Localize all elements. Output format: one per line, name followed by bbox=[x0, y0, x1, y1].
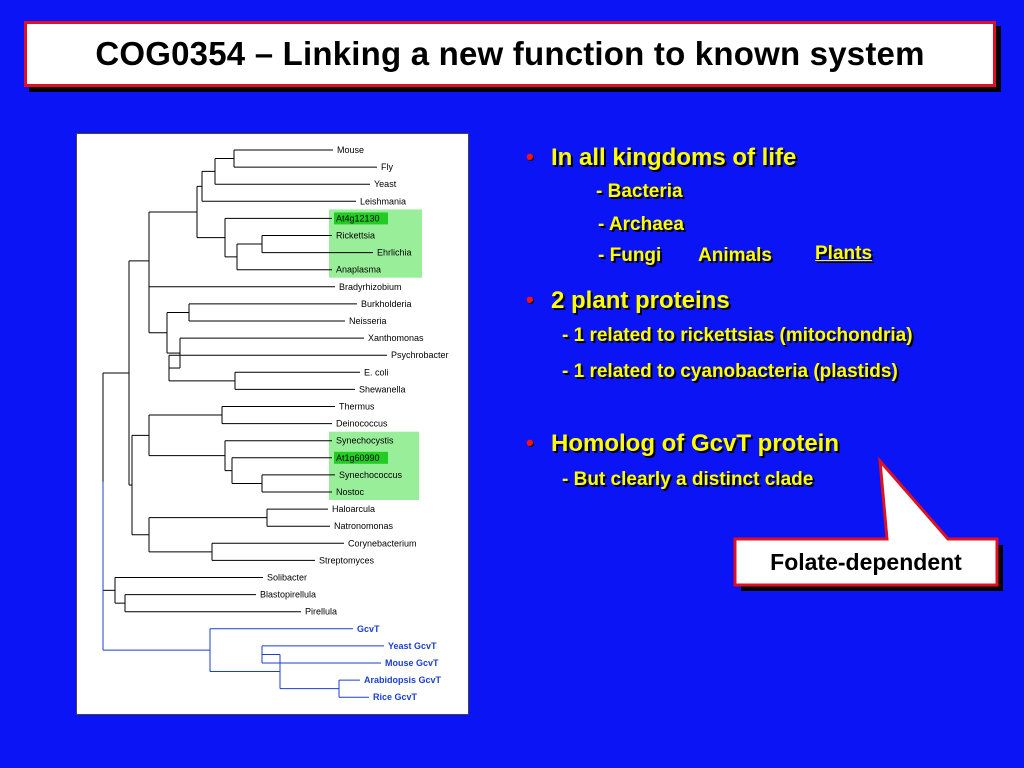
tree-leaf-label: At1g60990 bbox=[336, 453, 380, 463]
tree-leaf-label: Rickettsia bbox=[336, 231, 375, 241]
sub-archaea: - Archaea bbox=[598, 214, 684, 235]
tree-leaf-label: At4g12130 bbox=[336, 213, 380, 223]
tree-leaf-label: Synechococcus bbox=[339, 470, 403, 480]
tree-leaf-label: Neisseria bbox=[349, 316, 387, 326]
phylogenetic-tree: MouseFlyYeastLeishmaniaAt4g12130Ricketts… bbox=[102, 145, 449, 702]
tree-leaf-label: Shewanella bbox=[359, 384, 406, 394]
tree-leaf-label: Burkholderia bbox=[361, 299, 412, 309]
tree-leaf-label: Haloarcula bbox=[332, 504, 375, 514]
tree-leaf-label: Fly bbox=[381, 162, 393, 172]
tree-leaf-label: Natronomonas bbox=[334, 521, 394, 531]
tree-leaf-label: Nostoc bbox=[336, 487, 365, 497]
sub-bacteria: - Bacteria bbox=[596, 181, 683, 202]
tree-leaf-label: Streptomyces bbox=[319, 555, 375, 565]
tree-leaf-label: Yeast GcvT bbox=[388, 641, 437, 651]
tree-leaf-label: Bradyrhizobium bbox=[339, 282, 402, 292]
sub-rickettsias: - 1 related to rickettsias (mitochondria… bbox=[562, 325, 913, 346]
tree-leaf-label: Corynebacterium bbox=[348, 538, 417, 548]
tree-leaf-label: Ehrlichia bbox=[377, 248, 412, 258]
callout-body bbox=[733, 456, 999, 587]
tree-leaf-label: Arabidopsis GcvT bbox=[364, 675, 442, 685]
tree-leaf-label: Leishmania bbox=[360, 196, 406, 206]
gene-tag-highlight bbox=[334, 212, 388, 225]
callout-label: Folate-dependent bbox=[770, 548, 962, 575]
tree-leaf-label: E. coli bbox=[364, 367, 389, 377]
tree-leaf-label: Xanthomonas bbox=[368, 333, 424, 343]
tree-leaf-label: Anaplasma bbox=[336, 265, 381, 275]
tree-leaf-label: Yeast bbox=[374, 179, 397, 189]
sub-plants: Plants bbox=[815, 243, 873, 264]
bullet-marker: • bbox=[526, 287, 534, 312]
bullet-marker: • bbox=[526, 144, 534, 169]
cyanobacteria-clade-highlight bbox=[329, 431, 419, 500]
sub-cyanobacteria: - 1 related to cyanobacteria (plastids) bbox=[562, 361, 898, 382]
tree-leaf-label: Synechocystis bbox=[336, 436, 394, 446]
gene-tag-highlight bbox=[334, 451, 388, 464]
slide-title: COG0354 – Linking a new function to know… bbox=[95, 35, 925, 72]
tree-leaf-label: Blastopirellula bbox=[260, 590, 316, 600]
bullet-gcvt-homolog: Homolog of GcvT protein bbox=[551, 430, 839, 457]
sub-distinct-clade: - But clearly a distinct clade bbox=[562, 469, 814, 490]
sub-animals: Animals bbox=[698, 245, 772, 266]
tree-leaf-label: Psychrobacter bbox=[391, 350, 449, 360]
tree-leaf-label: Mouse bbox=[337, 145, 364, 155]
bullet-kingdoms: In all kingdoms of life bbox=[551, 144, 797, 171]
bullet-marker: • bbox=[526, 430, 534, 455]
tree-leaf-label: Mouse GcvT bbox=[385, 658, 439, 668]
tree-leaf-label: Rice GcvT bbox=[373, 692, 418, 702]
tree-leaf-label: Thermus bbox=[339, 402, 375, 412]
title-box: COG0354 – Linking a new function to know… bbox=[24, 21, 996, 87]
tree-leaf-label: Solibacter bbox=[267, 573, 307, 583]
bullet-plant-proteins: 2 plant proteins bbox=[551, 287, 730, 314]
tree-leaf-label: Pirellula bbox=[305, 607, 337, 617]
tree-leaf-label: Deinococcus bbox=[336, 419, 388, 429]
sub-fungi: - Fungi bbox=[598, 245, 662, 266]
tree-leaf-label: GcvT bbox=[357, 624, 380, 634]
